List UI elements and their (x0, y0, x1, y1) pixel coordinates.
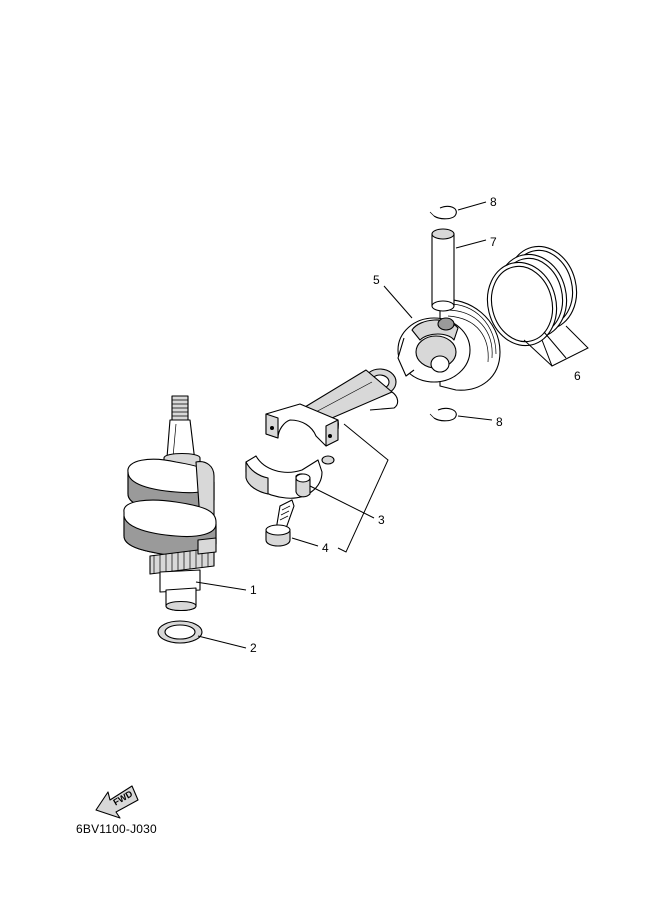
connecting-rod-drawing (245, 368, 399, 499)
pin-clip-bottom-drawing (429, 407, 457, 422)
callout-8-top: 8 (490, 195, 497, 209)
crankshaft-drawing (123, 395, 217, 612)
callout-5: 5 (373, 273, 380, 287)
rod-bolt-drawing (265, 499, 295, 547)
callout-numbers: 1 2 3 4 5 6 7 8 8 (250, 195, 581, 655)
washer-drawing (157, 620, 203, 644)
fwd-arrow-icon: FWD (95, 785, 139, 819)
callout-6: 6 (574, 369, 581, 383)
callout-8-bottom: 8 (496, 415, 503, 429)
callout-7: 7 (490, 235, 497, 249)
piston-drawing (397, 299, 501, 391)
callout-4: 4 (322, 541, 329, 555)
callout-1: 1 (250, 583, 257, 597)
leader-lines (195, 201, 589, 649)
drawing-code: 6BV1100-J030 (76, 822, 157, 836)
piston-rings-drawing (486, 245, 578, 347)
pin-clip-top-drawing (429, 205, 457, 220)
callout-3: 3 (378, 513, 385, 527)
callout-2: 2 (250, 641, 257, 655)
piston-pin-drawing (431, 228, 455, 312)
